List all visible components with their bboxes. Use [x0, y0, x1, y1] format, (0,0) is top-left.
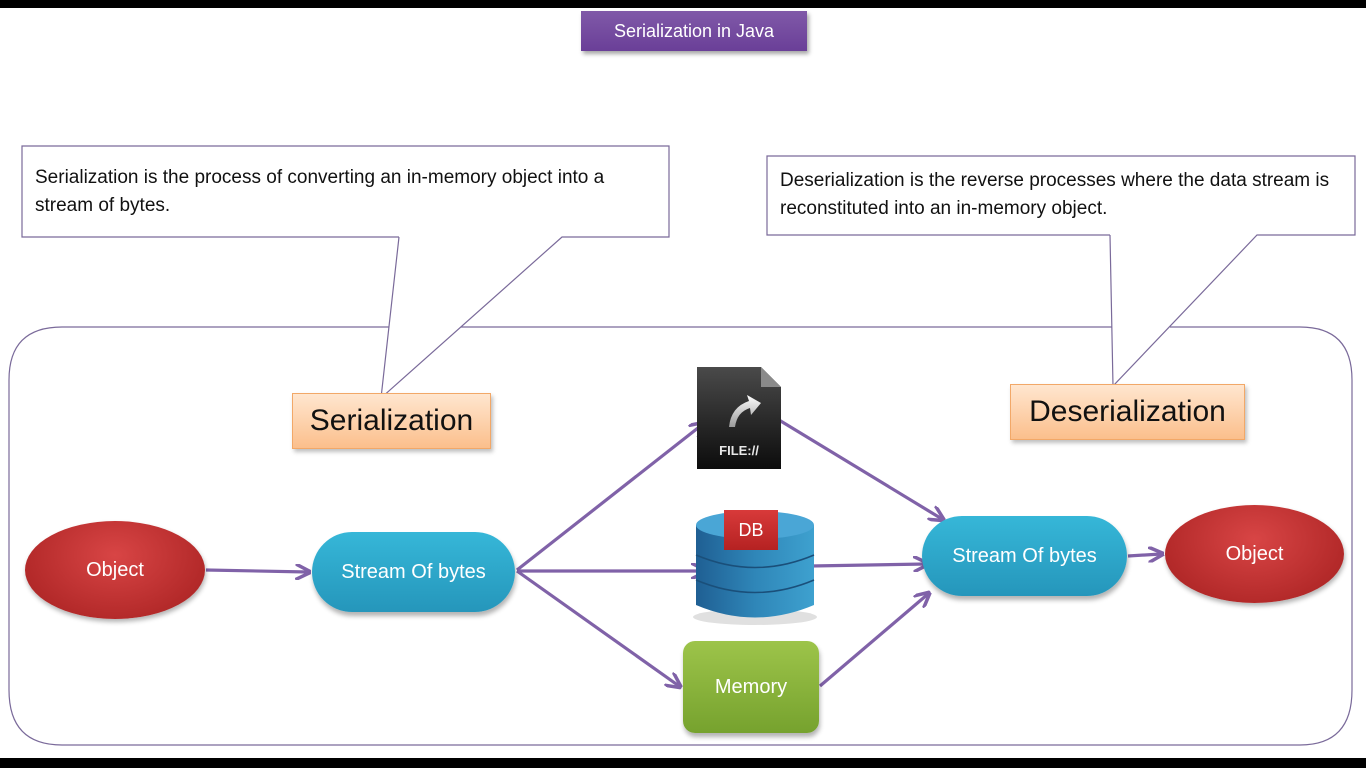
callout-right-shape [766, 155, 1356, 388]
process-container [8, 326, 1353, 746]
arrow-db-to-stream [810, 564, 926, 566]
serialization-label: Serialization [292, 393, 491, 449]
source-object-node: Object [25, 521, 205, 619]
restored-object-node: Object [1165, 505, 1344, 603]
diagram-title: Serialization in Java [581, 11, 807, 51]
file-node-label: FILE:// [719, 443, 759, 458]
deserialization-definition: Deserialization is the reverse processes… [780, 170, 1330, 219]
top-black-bar [0, 0, 1366, 8]
arrow-stream-to-object [1127, 554, 1161, 556]
arrow-stream-to-file [516, 424, 703, 572]
serialization-definition: Serialization is the process of converti… [35, 167, 605, 216]
callout-left-shape [21, 145, 670, 400]
arrow-object-to-stream [205, 570, 308, 572]
arrow-memory-to-stream [818, 594, 928, 688]
arrow-file-to-stream [778, 418, 942, 519]
deserialized-stream-node: Stream Of bytes [922, 516, 1127, 596]
file-shortcut-icon [697, 367, 781, 469]
bottom-black-bar [0, 758, 1366, 768]
deserialization-label: Deserialization [1010, 384, 1245, 440]
memory-node: Memory [683, 641, 819, 733]
arrow-stream-to-memory [516, 569, 679, 686]
serialized-stream-node: Stream Of bytes [312, 532, 515, 612]
db-node-label: DB [724, 510, 778, 550]
